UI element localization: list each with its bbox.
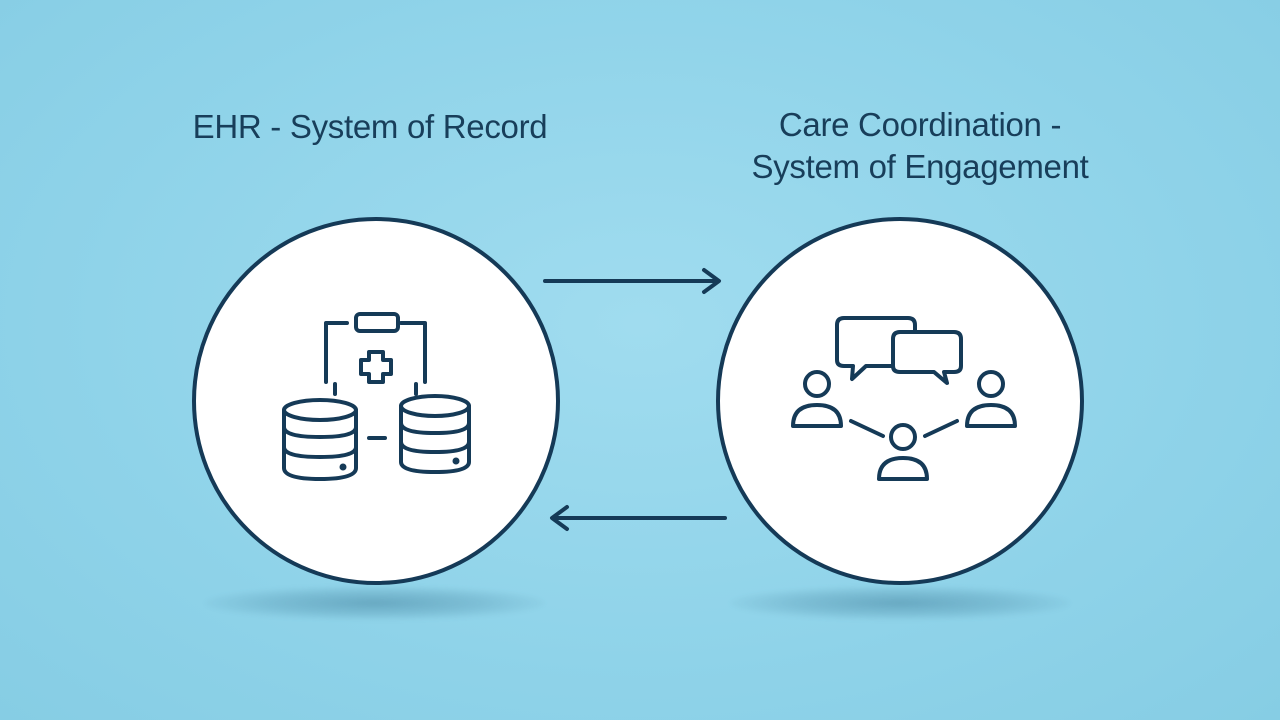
ehr-circle-shadow — [205, 586, 545, 620]
medical-cross — [359, 350, 393, 384]
left-person-icon — [791, 370, 843, 428]
connection-right — [923, 419, 959, 438]
clipboard-clip — [354, 312, 400, 333]
care-circle-shadow — [730, 586, 1070, 620]
arrow-right — [543, 268, 721, 294]
speech-bubble-front — [891, 330, 963, 385]
care-coordination-title-line2: System of Engagement — [751, 148, 1089, 185]
clipboard-medical-database-icon — [282, 312, 471, 481]
care-coordination-title-line1: Care Coordination - — [778, 106, 1062, 143]
center-person-icon — [877, 423, 929, 481]
ehr-node-circle — [192, 217, 560, 585]
people-chat-network-icon — [791, 316, 1017, 481]
connection-left — [849, 419, 885, 438]
care-coordination-node — [716, 217, 1084, 585]
care-node-circle — [716, 217, 1084, 585]
clipboard-left-edge — [324, 321, 349, 384]
speech-bubble-back — [835, 316, 917, 381]
ehr-title: EHR - System of Record — [192, 108, 548, 145]
left-database — [282, 398, 358, 481]
clipboard-right-edge — [399, 321, 427, 384]
right-person-icon — [965, 370, 1017, 428]
ehr-node — [192, 217, 560, 585]
arrow-left — [550, 505, 727, 531]
right-database — [399, 394, 471, 474]
care-coordination-title: Care Coordination - System of Engagement — [700, 104, 1140, 188]
